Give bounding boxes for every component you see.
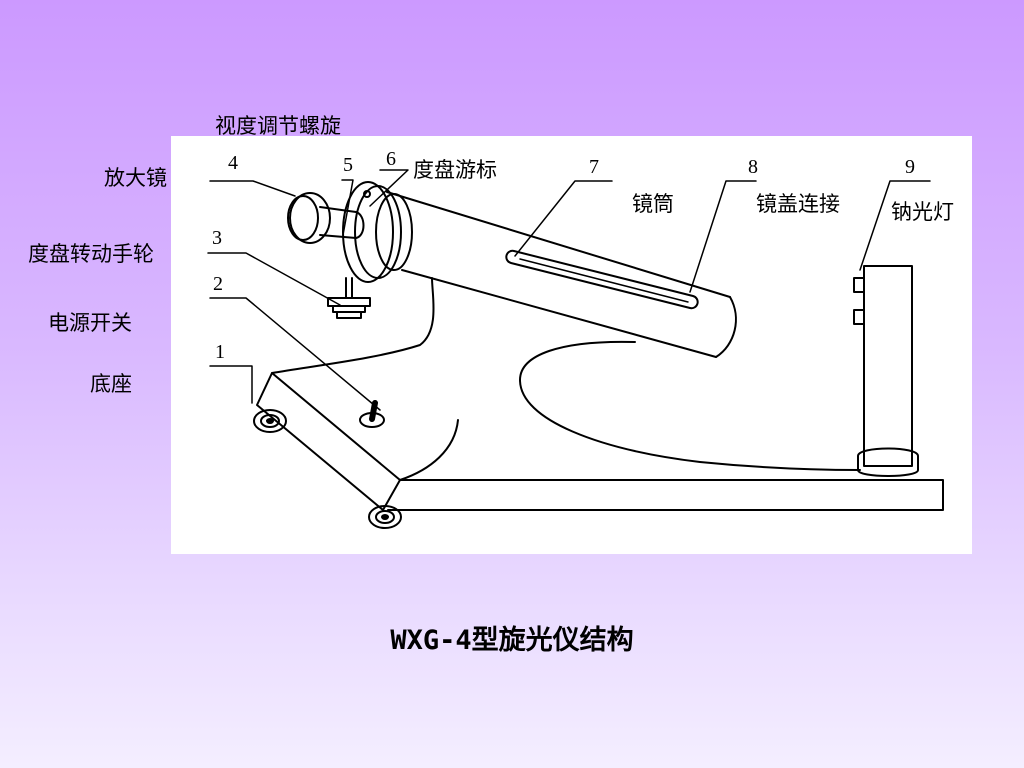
base-foot-right [368, 505, 402, 529]
number-5: 5 [343, 154, 353, 176]
number-2: 2 [213, 273, 223, 295]
sodium-lamp-shape [853, 265, 919, 477]
label-power-switch: 电源开关 [48, 311, 132, 335]
number-9: 9 [905, 156, 915, 178]
label-dial-hand-wheel: 度盘转动手轮 [28, 242, 154, 266]
number-6: 6 [386, 148, 396, 170]
magnifier-shape [287, 192, 365, 244]
label-base: 底座 [90, 372, 132, 396]
label-view-adjust-knob: 视度调节螺旋 [215, 114, 341, 138]
label-tube: 镜筒 [632, 192, 674, 216]
hand-wheel-shape [327, 277, 371, 319]
power-switch-shape [359, 400, 385, 428]
figure-caption: WXG-4型旋光仪结构 [390, 625, 634, 656]
label-magnifier: 放大镜 [104, 166, 167, 190]
number-4: 4 [228, 152, 238, 174]
number-3: 3 [212, 227, 222, 249]
instrument-body [271, 277, 861, 481]
dial-disk [342, 181, 413, 283]
tube-shape [386, 191, 737, 358]
label-sodium-lamp: 钠光灯 [891, 200, 954, 224]
label-cap-connection: 镜盖连接 [756, 192, 840, 216]
number-7: 7 [589, 156, 599, 178]
label-dial-vernier: 度盘游标 [413, 158, 497, 182]
number-1: 1 [215, 341, 225, 363]
leader-lines [207, 169, 931, 411]
number-8: 8 [748, 156, 758, 178]
base-foot-left [253, 409, 287, 433]
